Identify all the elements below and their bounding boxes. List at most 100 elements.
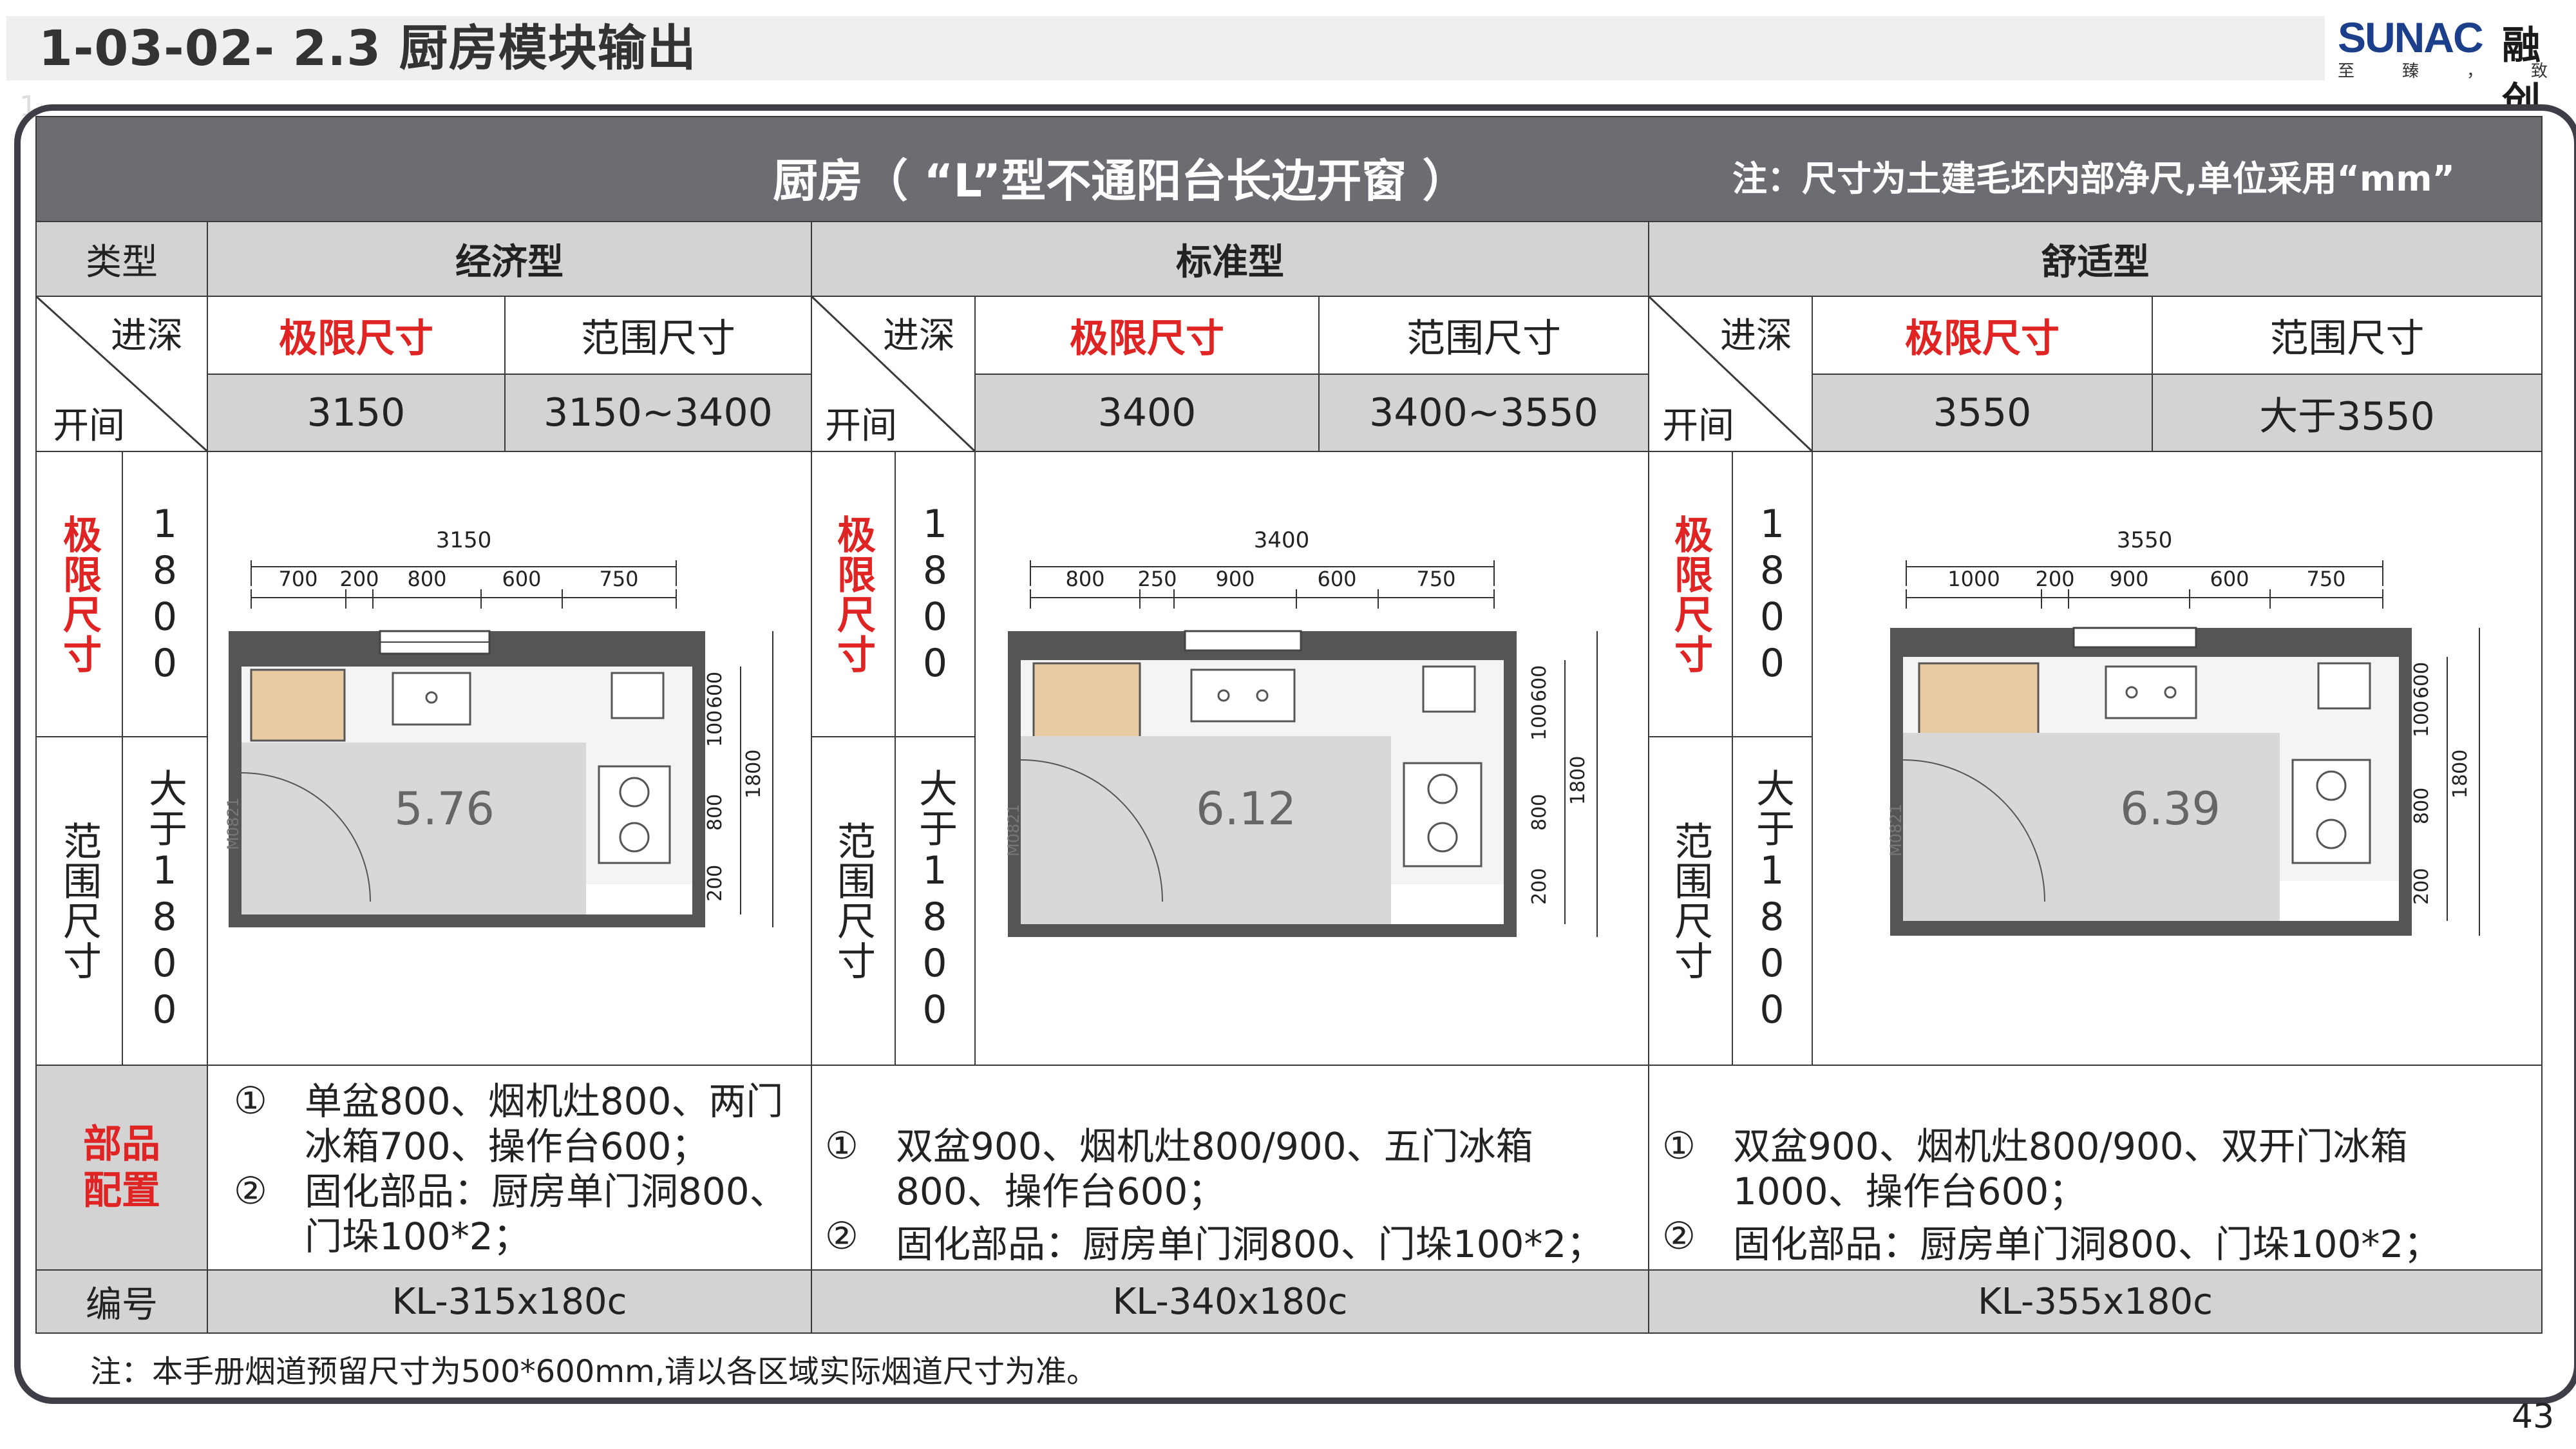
plan-total-width: 3400 bbox=[1254, 527, 1310, 553]
plan-side-4: 200 bbox=[2410, 868, 2433, 905]
col1-range-label: 范围尺寸 bbox=[504, 296, 812, 375]
col1-parts-1: 单盆800、烟机灶800、两门冰箱700、操作台600； bbox=[305, 1079, 784, 1168]
col2-floor-plan: 3400 800 250 900 600 750 6.12 M0821 600 … bbox=[1005, 527, 1598, 937]
col2-parts-cell: ① 双盆900、烟机灶800/900、五门冰箱800、操作台600； ② 固化部… bbox=[811, 1065, 1649, 1271]
plan-side-3: 800 bbox=[704, 794, 726, 831]
col2-limit-label: 极限尺寸 bbox=[974, 296, 1320, 375]
col1-type: 经济型 bbox=[207, 221, 812, 297]
plan-side-1: 600 bbox=[1528, 665, 1551, 702]
col1-range-width: 3150~3400 bbox=[504, 374, 812, 452]
col2-diag-cell: 进深 开间 bbox=[811, 296, 976, 452]
plan-dim-2: 200 bbox=[2035, 567, 2074, 591]
plan-door: M0821 bbox=[1887, 804, 1905, 857]
parts-label: 部品配置 bbox=[83, 1122, 160, 1213]
plan-side-3: 800 bbox=[1528, 794, 1551, 831]
plan-dim-3: 800 bbox=[407, 567, 446, 591]
plan-dim-5: 750 bbox=[599, 567, 638, 591]
col3-diag-cell: 进深 开间 bbox=[1648, 296, 1813, 452]
diag-line bbox=[812, 297, 974, 451]
col1-floor-plan: 3150 700 200 800 600 750 5.76 M0821 bbox=[225, 527, 773, 927]
plan-side-4: 200 bbox=[704, 865, 726, 902]
col1-diag-cell: 进深 开间 bbox=[35, 296, 208, 452]
bullet-2: ② bbox=[1662, 1214, 1696, 1258]
plan-dim-5: 750 bbox=[1416, 567, 1455, 591]
plan-side-3: 800 bbox=[2410, 788, 2433, 824]
col1-code: KL-315x180c bbox=[207, 1269, 812, 1334]
plan-side-2: 100 bbox=[704, 710, 726, 747]
plan-dim-4: 600 bbox=[502, 567, 541, 591]
col1-limit-vlabel: 极限尺寸 bbox=[35, 451, 123, 737]
sunac-logo: SUNAC 融创 至臻，致远 bbox=[2338, 13, 2576, 124]
col1-parts-cell: ① 单盆800、烟机灶800、两门冰箱700、操作台600； ② 固化部品：厨房… bbox=[207, 1065, 812, 1271]
plan-dim-2: 200 bbox=[339, 567, 379, 591]
logo-brand: SUNAC bbox=[2338, 14, 2484, 61]
width-label: 开间 bbox=[53, 405, 125, 447]
plan-total-width: 3150 bbox=[436, 527, 492, 553]
bullet-1: ① bbox=[234, 1079, 267, 1122]
col3-range-label: 范围尺寸 bbox=[2152, 296, 2543, 375]
plan-total-width: 3550 bbox=[2117, 527, 2173, 553]
col2-range-width: 3400~3550 bbox=[1318, 374, 1649, 452]
col3-parts-2: 固化部品：厨房单门洞800、门垛100*2； bbox=[1733, 1222, 2441, 1266]
bullet-1: ① bbox=[825, 1124, 858, 1168]
plan-dim-3: 900 bbox=[2109, 567, 2148, 591]
diag-line bbox=[1649, 297, 1812, 451]
plan-dim-5: 750 bbox=[2306, 567, 2345, 591]
footer-note: 注：本手册烟道预留尺寸为500*600mm,请以各区域实际烟道尺寸为准。 bbox=[90, 1354, 1098, 1390]
col1-limit-label: 极限尺寸 bbox=[207, 296, 506, 375]
diag-line bbox=[37, 297, 207, 451]
code-label: 编号 bbox=[35, 1269, 208, 1334]
plan-dim-2: 250 bbox=[1137, 567, 1177, 591]
col3-type: 舒适型 bbox=[1648, 221, 2543, 297]
depth-label: 进深 bbox=[111, 315, 183, 357]
page-number: 43 bbox=[2512, 1397, 2555, 1436]
bullet-2: ② bbox=[825, 1214, 858, 1258]
col3-range-vlabel: 范围尺寸 bbox=[1648, 736, 1733, 1066]
plan-side-2: 100 bbox=[1528, 704, 1551, 741]
col2-limit-width: 3400 bbox=[974, 374, 1320, 452]
plan-door: M0821 bbox=[225, 797, 242, 850]
type-label: 类型 bbox=[35, 221, 208, 297]
col2-range-depth: 大于1800 bbox=[895, 736, 976, 1066]
parts-label-cell: 部品配置 bbox=[35, 1065, 208, 1271]
plan-dim-3: 900 bbox=[1215, 567, 1255, 591]
col3-range-width: 大于3550 bbox=[2152, 374, 2543, 452]
col1-parts-2: 固化部品：厨房单门洞800、门垛100*2； bbox=[305, 1170, 787, 1258]
col2-parts-1: 双盆900、烟机灶800/900、五门冰箱800、操作台600； bbox=[896, 1124, 1533, 1213]
page-title: 1-03-02- 2.3 厨房模块输出 bbox=[39, 19, 697, 77]
plan-dim-4: 600 bbox=[1317, 567, 1356, 591]
logo-slogan: 至臻，致远 bbox=[2338, 62, 2576, 81]
plan-side-1: 600 bbox=[704, 672, 726, 708]
banner-title: 厨房（ “L”型不通阳台长边开窗 ） bbox=[773, 155, 1468, 207]
plan-area: 6.39 bbox=[2120, 782, 2221, 835]
plan-dim-1: 1000 bbox=[1947, 567, 2000, 591]
col3-floor-plan: 3550 1000 200 900 600 750 6.39 M0821 600… bbox=[1887, 527, 2480, 936]
col3-limit-depth: 1800 bbox=[1732, 451, 1813, 737]
col1-limit-width: 3150 bbox=[207, 374, 506, 452]
col3-range-depth: 大于1800 bbox=[1732, 736, 1813, 1066]
col2-limit-vlabel: 极限尺寸 bbox=[811, 451, 896, 737]
col3-limit-vlabel: 极限尺寸 bbox=[1648, 451, 1733, 737]
plan-side-1: 600 bbox=[2410, 662, 2433, 699]
banner-note: 注：尺寸为土建毛坯内部净尺,单位采用“mm” bbox=[1732, 158, 2456, 199]
col1-range-depth: 大于1800 bbox=[122, 736, 208, 1066]
plan-side-total: 1800 bbox=[743, 750, 765, 799]
plan-side-total: 1800 bbox=[1567, 756, 1589, 805]
col2-code: KL-340x180c bbox=[811, 1269, 1649, 1334]
plan-area: 6.12 bbox=[1196, 782, 1296, 835]
depth-label: 进深 bbox=[1720, 315, 1792, 357]
plan-side-4: 200 bbox=[1528, 868, 1551, 905]
col3-limit-label: 极限尺寸 bbox=[1812, 296, 2153, 375]
col2-range-vlabel: 范围尺寸 bbox=[811, 736, 896, 1066]
plan-door: M0821 bbox=[1005, 804, 1023, 857]
col3-limit-width: 3550 bbox=[1812, 374, 2153, 452]
col2-type: 标准型 bbox=[811, 221, 1649, 297]
width-label: 开间 bbox=[1662, 405, 1734, 447]
col1-range-vlabel: 范围尺寸 bbox=[35, 736, 123, 1066]
plan-dim-4: 600 bbox=[2210, 567, 2249, 591]
plan-dim-1: 800 bbox=[1065, 567, 1104, 591]
col2-limit-depth: 1800 bbox=[895, 451, 976, 737]
bullet-1: ① bbox=[1662, 1124, 1696, 1168]
depth-label: 进深 bbox=[883, 315, 955, 357]
col3-parts-cell: ① 双盆900、烟机灶800/900、双开门冰箱1000、操作台600； ② 固… bbox=[1648, 1065, 2543, 1271]
